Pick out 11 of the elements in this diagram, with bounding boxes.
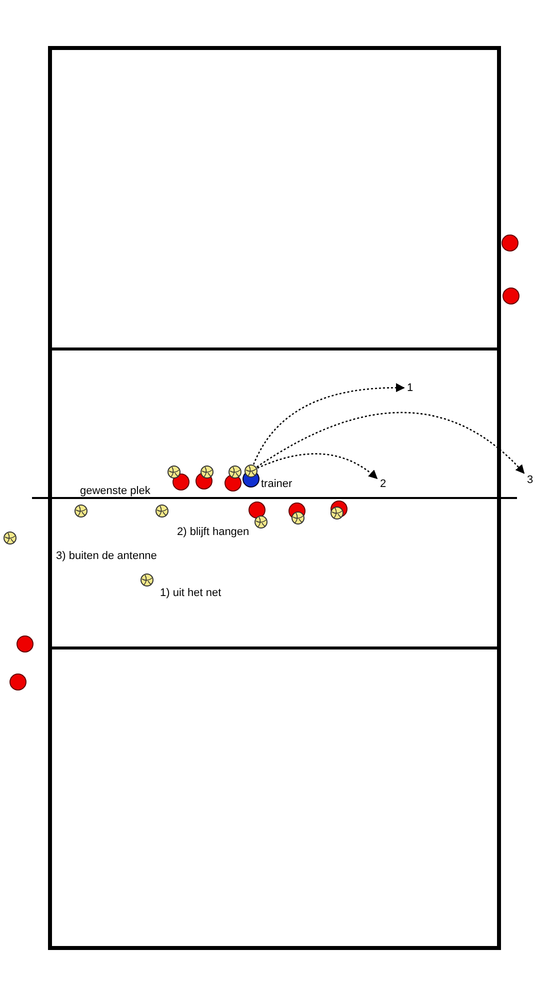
note-text: 3) buiten de antenne [56, 550, 157, 563]
dotted-arrow [252, 383, 405, 465]
dotted-arrow [257, 453, 378, 480]
arrow-number: 2 [377, 476, 389, 492]
note-text: 2) blijft hangen [177, 526, 250, 539]
note-text: gewenste plek [80, 485, 150, 498]
note-text: trainer [261, 478, 292, 491]
arrow-number: 3 [524, 472, 536, 488]
arrow-number: 1 [404, 380, 416, 396]
dotted-arrow [256, 412, 525, 474]
note-text: 1) uit het net [160, 587, 222, 600]
